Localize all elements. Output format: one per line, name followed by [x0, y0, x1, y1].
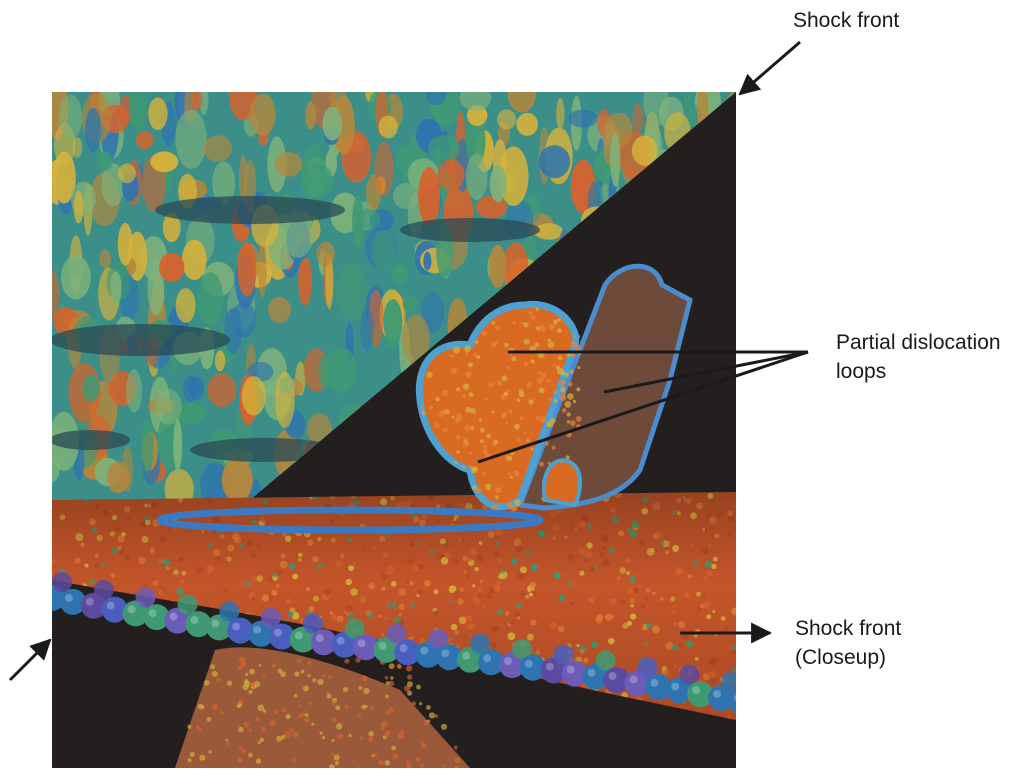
- label-partial-dislocation-loops: Partial dislocation loops: [836, 328, 1001, 386]
- atom-row: [52, 572, 736, 714]
- label-shock-front: Shock front: [793, 9, 900, 32]
- loop-base-ring: [156, 506, 544, 534]
- label-shock-front-closeup: Shock front (Closeup): [795, 614, 901, 672]
- loop-small-sheet: [542, 458, 582, 508]
- label-partial-line1: Partial dislocation: [836, 331, 1001, 354]
- arrow-shock-front-top: [738, 40, 801, 96]
- partial-loop-pointers: [477, 350, 809, 464]
- partial-dislocation-loops: [415, 263, 693, 512]
- arrow-shock-front-left: [8, 638, 52, 682]
- label-partial-line2: loops: [836, 360, 887, 383]
- label-closeup-line1: Shock front: [795, 617, 902, 640]
- lower-fan: [175, 647, 470, 768]
- label-closeup-line2: (Closeup): [795, 646, 887, 669]
